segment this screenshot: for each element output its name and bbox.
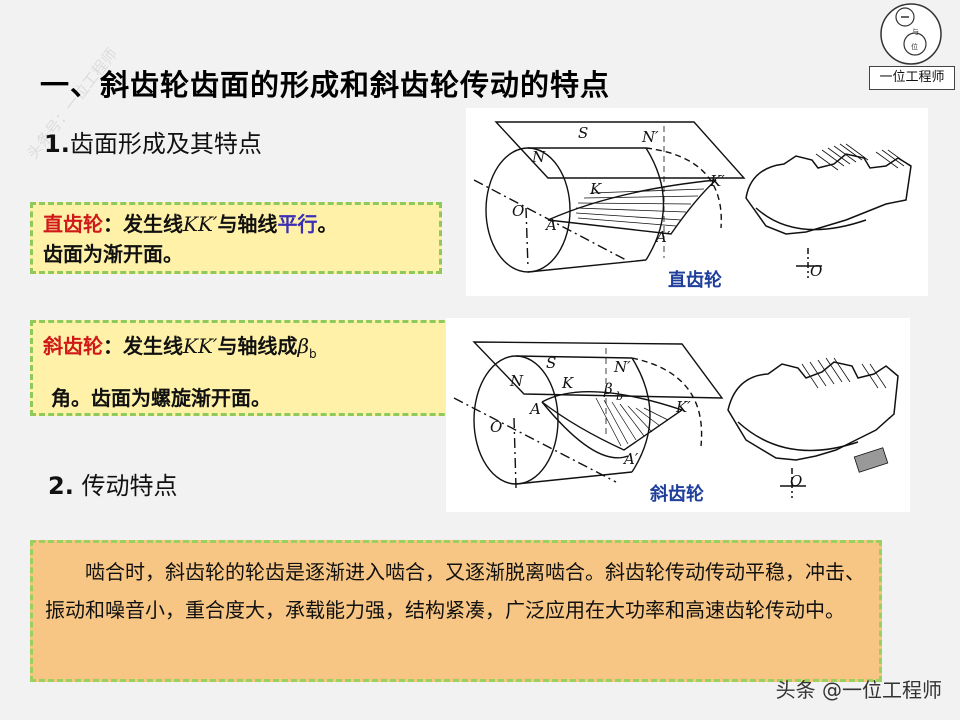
helical-figure-label: 斜齿轮 <box>650 484 704 505</box>
label-o-gear: O <box>810 262 822 280</box>
spur-line1: 直齿轮：发生线KK′与轴线平行。 <box>43 209 429 239</box>
logo-icon: 与 位 <box>880 3 942 65</box>
spur-colon: ：发生线 <box>103 212 183 236</box>
spur-gear-diagram: S N′ N K K′ O A A′ O <box>473 121 912 280</box>
helical-label-a: A <box>528 400 541 418</box>
spur-figure-label: 直齿轮 <box>668 270 722 291</box>
section2-number: 2. <box>48 472 74 500</box>
spur-gear-box: 直齿轮：发生线KK′与轴线平行。 齿面为渐开面。 <box>30 202 442 274</box>
svg-text:与: 与 <box>912 28 919 36</box>
label-a-prime: A′ <box>654 228 671 246</box>
label-n-prime: N′ <box>641 128 659 146</box>
helical-beta: β <box>297 334 309 358</box>
section1-heading: 1.齿面形成及其特点 <box>44 124 262 159</box>
helical-line1: 斜齿轮：发生线KK′与轴线成βb <box>43 331 459 369</box>
helical-line2: 角。齿面为螺旋渐开面。 <box>51 386 271 410</box>
spur-term: 直齿轮 <box>43 212 103 236</box>
spur-line2: 齿面为渐开面。 <box>43 242 183 266</box>
helical-beta-sub: b <box>309 347 317 361</box>
helical-mid: 与轴线成 <box>217 334 298 358</box>
helical-gear-box: 斜齿轮：发生线KK′与轴线成βb 角。齿面为螺旋渐开面。 <box>30 320 472 416</box>
helical-gear-diagram: S N′ N K β b K′ O A A′ O <box>453 341 899 498</box>
page-title: 一、斜齿轮齿面的形成和斜齿轮传动的特点 <box>40 68 611 102</box>
label-a: A <box>544 216 557 234</box>
helical-label-o: O <box>490 418 502 436</box>
helical-label-o-gear: O <box>790 472 802 490</box>
helical-label-beta-sub: b <box>616 390 623 403</box>
spur-gear-figure: S N′ N K K′ O A A′ O 直齿轮 <box>466 108 928 296</box>
helical-label-a-prime: A′ <box>622 450 639 468</box>
footer-watermark: 头条 @一位工程师 <box>775 678 942 702</box>
helical-colon: ：发生线 <box>103 334 183 358</box>
helical-label-k-prime: K′ <box>675 398 691 416</box>
section1-number: 1. <box>44 130 70 158</box>
helical-label-n-prime: N′ <box>613 358 631 376</box>
spur-kk: KK′ <box>183 212 218 236</box>
characteristics-box: 啮合时，斜齿轮的轮齿是逐渐进入啮合，又逐渐脱离啮合。斜齿轮传动传动平稳，冲击、振… <box>30 540 882 682</box>
characteristics-paragraph: 啮合时，斜齿轮的轮齿是逐渐进入啮合，又逐渐脱离啮合。斜齿轮传动传动平稳，冲击、振… <box>45 560 865 622</box>
section1-text: 齿面形成及其特点 <box>69 130 262 158</box>
helical-gear-figure: S N′ N K β b K′ O A A′ O 斜齿轮 <box>446 318 910 512</box>
label-o: O <box>512 202 524 220</box>
spur-end: 。 <box>317 212 338 236</box>
helical-term: 斜齿轮 <box>43 334 103 358</box>
label-s: S <box>578 124 588 142</box>
section2-text: 传动特点 <box>81 472 178 500</box>
helical-label-n: N <box>509 372 524 390</box>
spur-mid: 与轴线 <box>217 212 278 236</box>
section2-heading: 2. 传动特点 <box>48 466 177 501</box>
label-k-prime: K′ <box>709 172 725 190</box>
label-k: K <box>589 180 602 198</box>
helical-label-k: K <box>561 374 574 392</box>
svg-text:位: 位 <box>911 42 918 51</box>
spur-parallel: 平行 <box>277 212 318 236</box>
helical-label-s: S <box>546 354 556 372</box>
label-n: N <box>531 148 546 166</box>
logo-caption: 一位工程师 <box>869 66 955 90</box>
helical-kk: KK′ <box>183 334 218 358</box>
helical-label-beta: β <box>603 380 613 398</box>
